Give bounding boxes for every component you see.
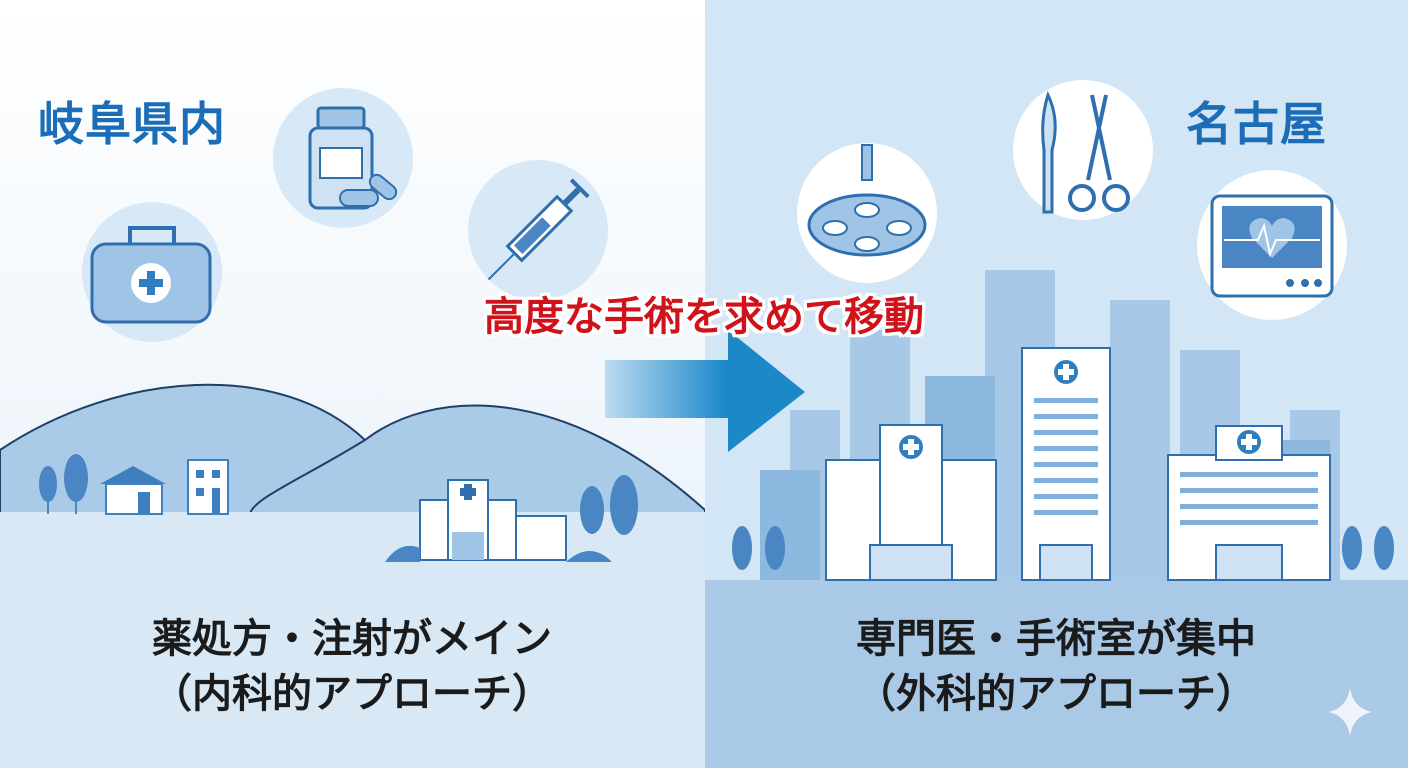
headline: 高度な手術を求めて移動 (484, 294, 924, 340)
region-title-nagoya: 名古屋 (1186, 97, 1327, 151)
pill-bottle-icon (273, 88, 413, 228)
right-caption-line2: （外科的アプローチ） (856, 671, 1256, 717)
hospital-right (1167, 425, 1331, 581)
house (100, 466, 166, 515)
right-caption-line1: 専門医・手術室が集中 (856, 616, 1256, 662)
left-caption-line1: 薬処方・注射がメイン (152, 616, 552, 662)
local-clinic (385, 479, 612, 562)
arrow-right-icon (605, 330, 805, 452)
surgical-lamp-icon (797, 143, 937, 283)
left-caption: 薬処方・注射がメイン （内科的アプローチ） (32, 612, 672, 722)
syringe-icon (468, 160, 608, 300)
heart-monitor-icon (1197, 170, 1347, 320)
small-building (187, 459, 229, 515)
trees-right (732, 526, 1394, 570)
left-caption-line2: （内科的アプローチ） (152, 671, 552, 717)
hospital-tower (1021, 347, 1111, 581)
scalpel-scissors-icon (1013, 80, 1153, 220)
medical-bag-icon (82, 202, 222, 342)
right-caption: 専門医・手術室が集中 （外科的アプローチ） (736, 612, 1376, 722)
trees-left (39, 454, 638, 535)
region-title-gifu: 岐阜県内 (38, 97, 226, 151)
hospital-left (825, 424, 997, 581)
sparkle-icon (1328, 688, 1372, 736)
street-band (705, 580, 1408, 768)
